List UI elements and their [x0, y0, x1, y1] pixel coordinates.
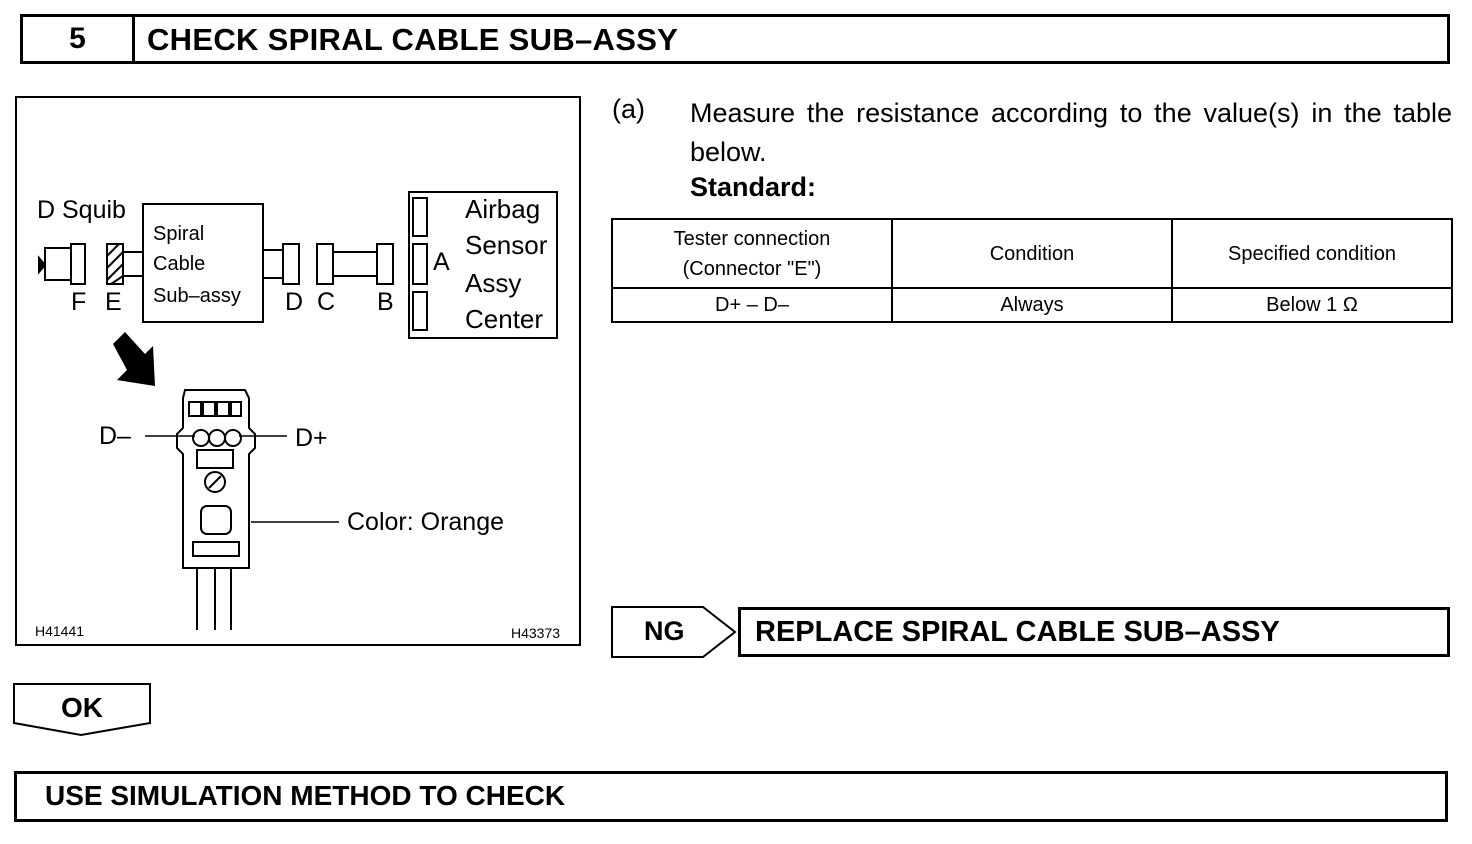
ng-action: REPLACE SPIRAL CABLE SUB–ASSY: [738, 607, 1450, 657]
step-number: 5: [23, 17, 135, 61]
spiral-label-line2: Cable: [153, 253, 205, 275]
squib-label: D Squib: [37, 196, 126, 224]
ok-action: USE SIMULATION METHOD TO CHECK: [14, 771, 1448, 822]
connector-c-shape: [316, 243, 334, 285]
d-plus-label: D+: [295, 424, 328, 452]
letter-c: C: [317, 288, 335, 316]
spiral-cable-box: [142, 203, 264, 323]
spec-table: Tester connection (Connector "E") Condit…: [611, 218, 1453, 323]
instruction-marker: (a): [612, 94, 645, 124]
d-minus-label: D–: [99, 422, 131, 450]
letter-f: F: [71, 288, 86, 316]
header-tester-line2: (Connector "E"): [682, 257, 822, 280]
ok-arrow-shape: [13, 683, 151, 737]
center-label-line2: Sensor: [465, 230, 548, 260]
airbag-center-box: [408, 191, 558, 339]
color-label: Color: Orange: [347, 508, 504, 536]
header-tester-line1: Tester connection: [673, 227, 831, 250]
instruction-text: Measure the resistance according to the …: [690, 98, 1452, 167]
wiring-diagram: D Squib Spiral Cable Sub–assy F E D C B …: [35, 191, 560, 641]
ng-arrow-shape: [611, 606, 737, 658]
cell-condition: Always: [891, 287, 1173, 323]
cell-specified-condition: Below 1 Ω: [1171, 287, 1453, 323]
letter-e: E: [105, 288, 122, 316]
down-arrow-icon: [113, 332, 155, 386]
cell-tester-connection: D+ – D–: [611, 287, 893, 323]
standard-label: Standard:: [690, 172, 817, 202]
table-header-row: Tester connection (Connector "E") Condit…: [611, 218, 1453, 289]
header-specified-condition: Specified condition: [1171, 218, 1453, 289]
connector-d-shape: [282, 243, 300, 285]
spiral-label-line3: Sub–assy: [153, 285, 241, 307]
letter-a: A: [433, 248, 450, 276]
connector-e-drawing: [176, 389, 256, 630]
header-condition: Condition: [891, 218, 1173, 289]
figure-code-right: H43373: [511, 625, 560, 641]
letter-b: B: [377, 288, 394, 316]
center-label-line4: Center: [465, 304, 543, 334]
ng-label: NG: [644, 616, 685, 646]
connector-b-shape: [376, 243, 394, 285]
step-title: CHECK SPIRAL CABLE SUB–ASSY: [147, 22, 679, 57]
ok-label: OK: [61, 692, 103, 723]
center-label-line1: Airbag: [465, 194, 540, 224]
figure-code-left: H41441: [35, 623, 84, 639]
center-label-line3: Assy: [465, 268, 521, 298]
step-header: 5 CHECK SPIRAL CABLE SUB–ASSY: [20, 14, 1450, 64]
header-tester-connection: Tester connection (Connector "E"): [611, 218, 893, 289]
spiral-label-line1: Spiral: [153, 223, 204, 245]
connector-f-shape: [44, 247, 72, 281]
wiring-figure: D Squib Spiral Cable Sub–assy F E D C B …: [15, 96, 581, 646]
table-row: D+ – D– Always Below 1 Ω: [611, 287, 1453, 323]
letter-d: D: [285, 288, 303, 316]
